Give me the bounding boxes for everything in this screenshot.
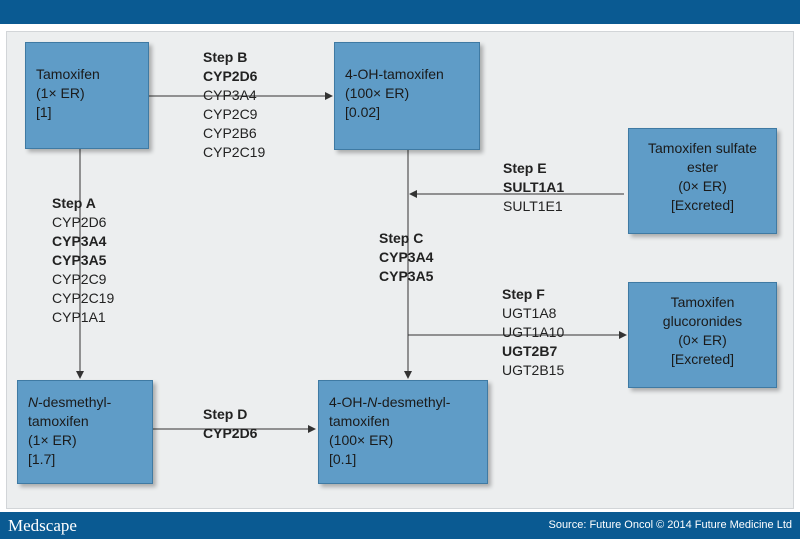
endoxifen-box: 4-OH-N-desmethyl- tamoxifen (100× ER) [0… — [318, 380, 488, 484]
tamoxifen-box: Tamoxifen (1× ER) [1] — [25, 42, 149, 149]
source-credit: Source: Future Oncol © 2014 Future Medic… — [548, 519, 792, 531]
medscape-logo[interactable]: Medscape — [8, 516, 77, 535]
top-banner — [0, 0, 800, 24]
n-desmethyl-tamoxifen-box: N-desmethyl- tamoxifen (1× ER) [1.7] — [17, 380, 153, 484]
step-c-label: Step C CYP3A4 CYP3A5 — [379, 230, 434, 284]
step-e-label: Step E SULT1A1 SULT1E1 — [503, 160, 565, 214]
step-f-label: Step F UGT1A8 UGT1A10 UGT2B7 UGT2B15 — [502, 286, 565, 378]
oh-tamoxifen-box: 4-OH-tamoxifen (100× ER) [0.02] — [334, 42, 480, 150]
n-italic: N — [28, 394, 39, 410]
step-d-label: Step D CYP2D6 — [203, 406, 258, 441]
step-b-label: Step B CYP2D6 CYP3A4 CYP2C9 CYP2B6 CYP2C… — [203, 49, 266, 160]
tamoxifen-glucoronides-box: Tamoxifen glucoronides (0× ER) [Excreted… — [628, 282, 777, 388]
footer-bar: Medscape Source: Future Oncol © 2014 Fut… — [0, 512, 800, 539]
step-a-label: Step A CYP2D6 CYP3A4 CYP3A5 CYP2C9 CYP2C… — [52, 195, 115, 325]
tamoxifen-sulfate-box: Tamoxifen sulfate ester (0× ER) [Excrete… — [628, 128, 777, 234]
